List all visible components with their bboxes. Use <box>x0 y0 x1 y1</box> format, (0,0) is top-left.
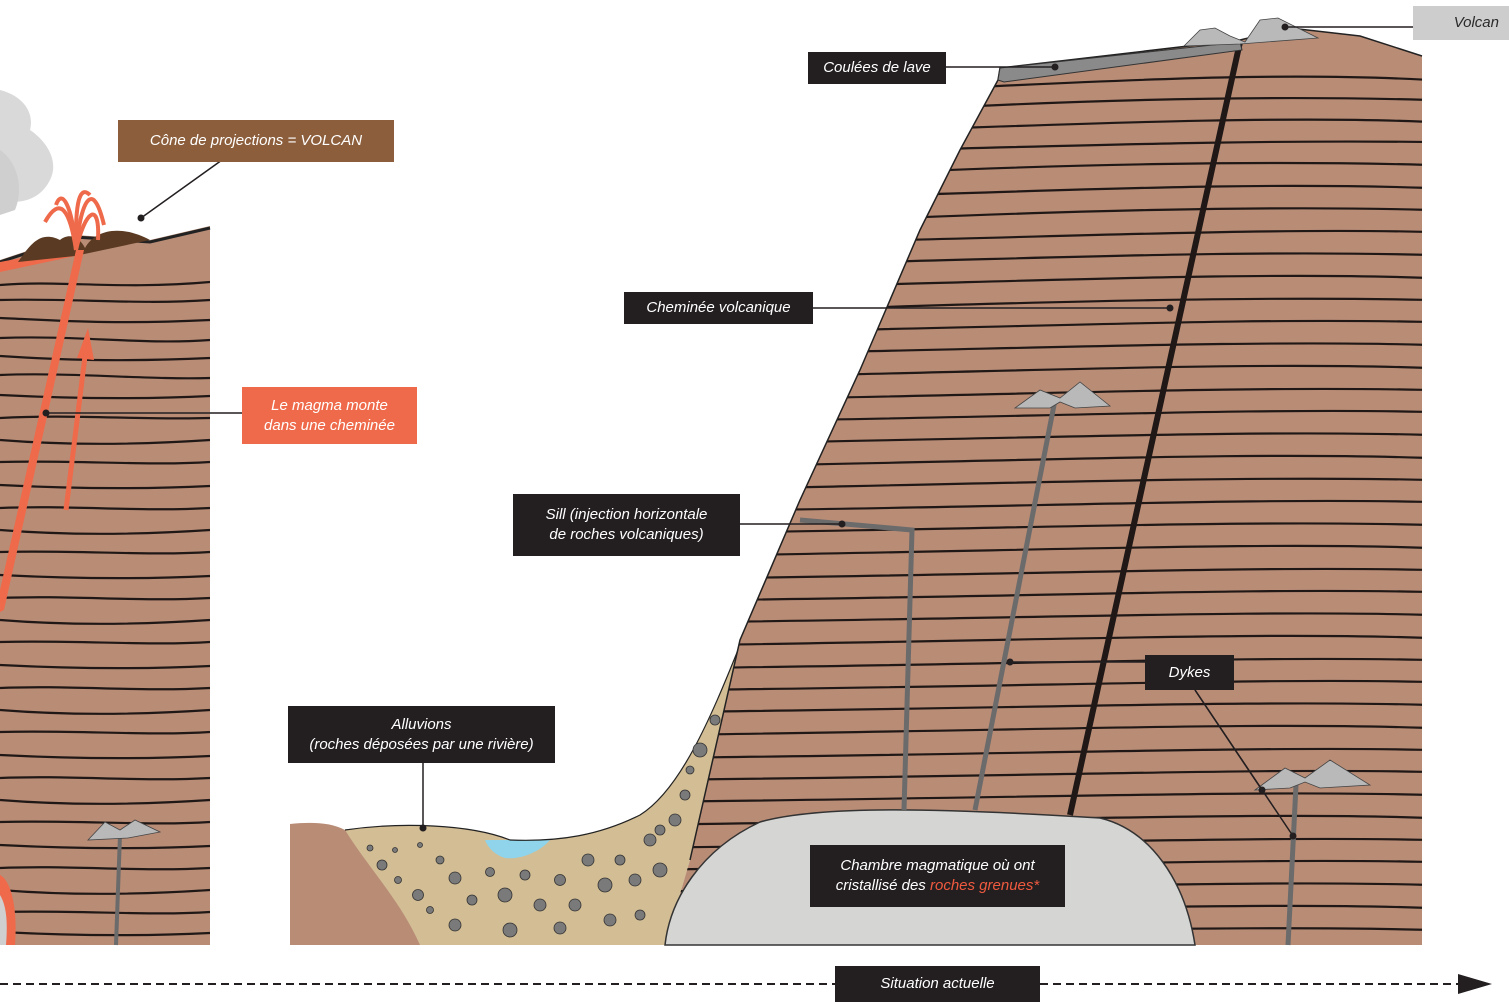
label-sill-line1: Sill (injection horizontale <box>546 505 708 525</box>
label-chambre: Chambre magmatique où ont cristallisé de… <box>810 845 1065 907</box>
label-magma-line1: Le magma monte <box>271 396 388 416</box>
label-alluvions: Alluvions (roches déposées par une riviè… <box>288 706 555 763</box>
label-sill-line2: de roches volcaniques) <box>549 525 703 545</box>
label-chambre-line2: cristallisé des roches grenues* <box>836 876 1039 896</box>
label-situation: Situation actuelle <box>835 966 1040 1002</box>
label-coulees-text: Coulées de lave <box>823 58 931 78</box>
label-chambre-prefix: cristallisé des <box>836 877 930 894</box>
label-cone-text: Cône de projections = VOLCAN <box>150 131 362 151</box>
label-magma-line2: dans une cheminée <box>264 416 395 436</box>
valley <box>290 645 740 945</box>
label-dykes: Dykes <box>1145 655 1234 690</box>
timeline-arrow <box>0 974 1492 994</box>
left-strata-block <box>0 160 242 945</box>
label-cone: Cône de projections = VOLCAN <box>118 120 394 162</box>
label-magma: Le magma monte dans une cheminée <box>242 387 417 444</box>
label-sill: Sill (injection horizontale de roches vo… <box>513 494 740 556</box>
label-volcan: Volcan <box>1413 6 1509 40</box>
label-cheminee-text: Cheminée volcanique <box>646 298 790 318</box>
label-chambre-line1: Chambre magmatique où ont <box>840 856 1034 876</box>
label-coulees: Coulées de lave <box>808 52 946 84</box>
label-alluvions-line1: Alluvions <box>391 715 451 735</box>
smoke-cloud <box>0 90 53 215</box>
label-volcan-text: Volcan <box>1454 13 1499 33</box>
label-cheminee: Cheminée volcanique <box>624 292 813 324</box>
label-chambre-highlight: roches grenues* <box>930 877 1039 894</box>
label-alluvions-line2: (roches déposées par une rivière) <box>309 735 533 755</box>
label-dykes-text: Dykes <box>1169 663 1211 683</box>
label-situation-text: Situation actuelle <box>880 974 994 994</box>
